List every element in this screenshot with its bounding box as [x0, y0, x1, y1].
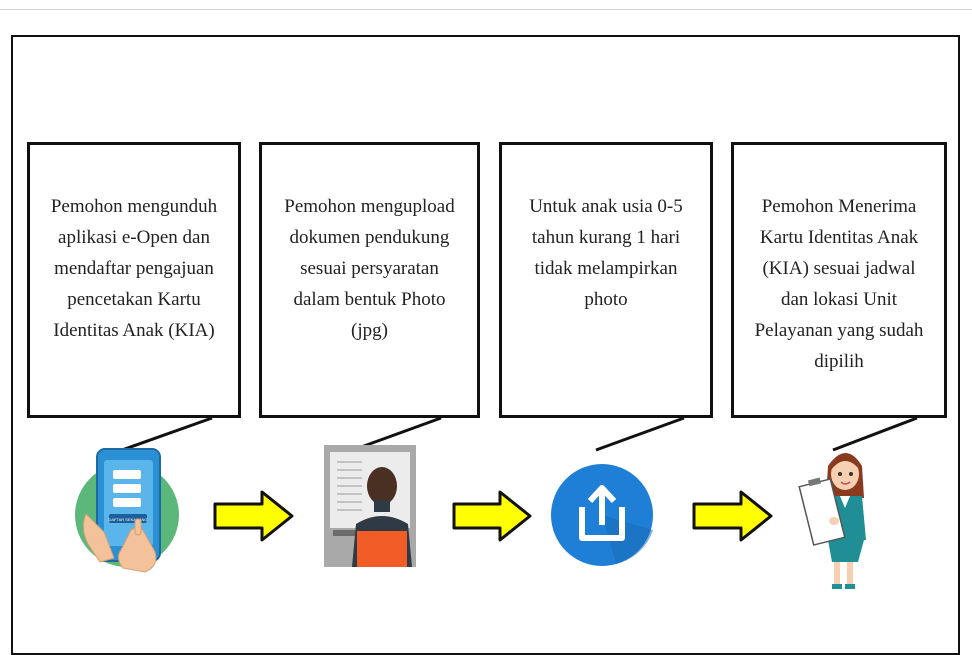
- step-4-box: Pemohon Menerima Kartu Identitas Anak (K…: [731, 142, 947, 418]
- step-1-box: Pemohon mengunduh aplikasi e-Open dan me…: [27, 142, 241, 418]
- step-3-text: Untuk anak usia 0-5 tahun kurang 1 hari …: [529, 196, 683, 310]
- step-2-text: Pemohon mengupload dokumen pendukung ses…: [284, 196, 455, 341]
- top-divider: [0, 9, 972, 10]
- step-3-box: Untuk anak usia 0-5 tahun kurang 1 hari …: [499, 142, 713, 418]
- step-4-text: Pemohon Menerima Kartu Identitas Anak (K…: [754, 196, 924, 372]
- step-1-text: Pemohon mengunduh aplikasi e-Open dan me…: [50, 196, 218, 341]
- step-2-box: Pemohon mengupload dokumen pendukung ses…: [259, 142, 480, 418]
